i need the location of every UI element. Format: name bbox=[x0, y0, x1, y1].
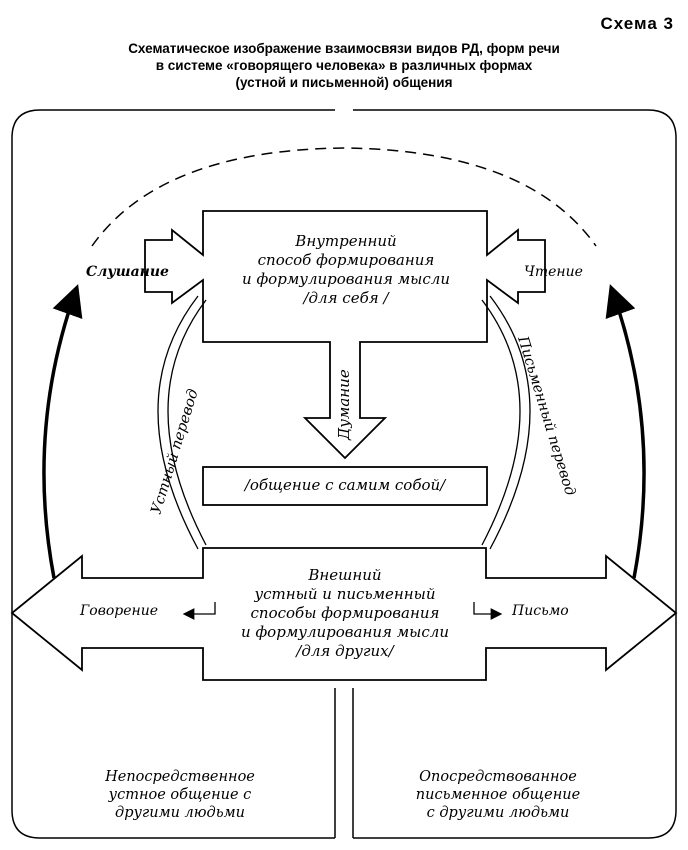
caption-line: другими людьми bbox=[115, 805, 245, 821]
inner-line: /для себя / bbox=[303, 289, 389, 307]
caption-line: с другими людьми bbox=[426, 805, 570, 821]
speaking-label: Говорение bbox=[80, 603, 159, 619]
outer-line: способы формирования bbox=[250, 604, 440, 622]
outer-block-text: Внешний устный и письменный способы форм… bbox=[210, 566, 480, 661]
right-curved-arrow bbox=[605, 284, 646, 579]
caption-line: письменное общение bbox=[415, 787, 581, 803]
inner-block-text: Внутренний способ формирования и формули… bbox=[205, 232, 487, 308]
outer-line: /для других/ bbox=[296, 642, 394, 660]
outer-block-outline bbox=[10, 547, 678, 681]
oral-translation-arc bbox=[167, 299, 207, 546]
caption-line: устное общение с bbox=[108, 787, 252, 803]
self-communication-text: /общение с самим собой/ bbox=[244, 476, 446, 494]
inner-line: способ формирования bbox=[257, 251, 435, 269]
listening-label: Слушание bbox=[86, 264, 169, 280]
caption-line: Опосредствованное bbox=[419, 769, 577, 785]
scheme-number: Схема 3 bbox=[600, 14, 674, 33]
self-communication-box bbox=[202, 466, 488, 506]
written-translation-arc bbox=[481, 299, 521, 546]
outer-line: Внешний bbox=[308, 566, 382, 584]
mediated-communication-caption: Опосредствованное письменное общение с д… bbox=[378, 768, 618, 822]
oral-translation-label: Устный перевод bbox=[149, 387, 202, 516]
diagram-title: Схематическое изображение взаимосвязи ви… bbox=[40, 40, 648, 91]
direct-communication-caption: Непосредственное устное общение с другим… bbox=[60, 768, 300, 822]
caption-line: Непосредственное bbox=[105, 769, 255, 785]
writing-label: Письмо bbox=[512, 603, 569, 619]
title-line: в системе «говорящего человека» в различ… bbox=[155, 58, 533, 73]
title-line: Схематическое изображение взаимосвязи ви… bbox=[128, 41, 560, 56]
inner-block-outline bbox=[144, 210, 546, 460]
dashed-arc bbox=[91, 147, 597, 247]
right-frame bbox=[353, 109, 677, 839]
written-translation-label: Письменный перевод bbox=[514, 334, 578, 498]
outer-line: устный и письменный bbox=[254, 585, 436, 603]
inner-line: Внутренний bbox=[295, 232, 397, 250]
inner-line: и формулирования мысли bbox=[242, 270, 450, 288]
outer-line: и формулирования мысли bbox=[241, 623, 449, 641]
reading-label: Чтение bbox=[524, 264, 583, 280]
left-frame bbox=[11, 109, 335, 839]
title-line: (устной и письменной) общения bbox=[235, 75, 453, 90]
left-curved-arrow bbox=[42, 284, 83, 579]
thinking-label: Думание bbox=[335, 369, 353, 441]
